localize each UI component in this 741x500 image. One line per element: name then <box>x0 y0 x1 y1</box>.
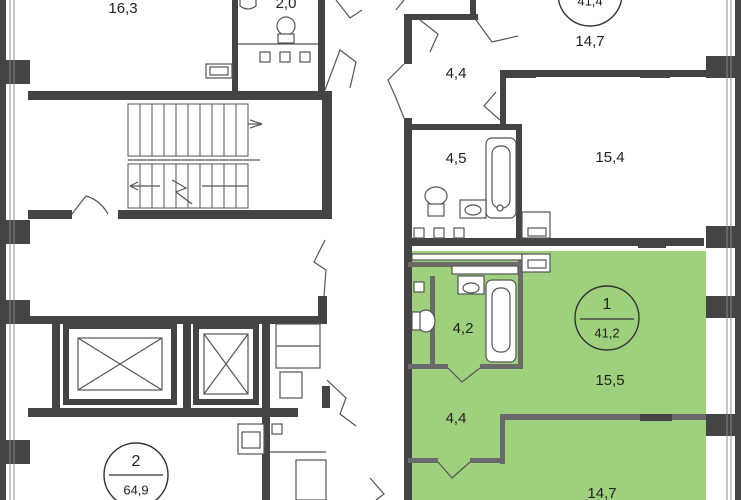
window-accents <box>500 70 672 421</box>
room-area-labels: 16,3 2,0 14,7 4,4 4,5 15,4 4,2 15,5 4,4 … <box>108 0 624 500</box>
apartment-1-badge[interactable]: 1 41,2 <box>574 285 640 351</box>
staircase <box>127 103 263 209</box>
apartment-number: 1 <box>603 296 612 313</box>
sanitary-fixtures <box>205 0 551 500</box>
facade-windows <box>9 0 732 500</box>
room-area-label: 4,5 <box>446 150 467 167</box>
room-area-label: 16,3 <box>108 0 137 17</box>
apartment-area-label: 41,2 <box>594 325 619 340</box>
room-area-label: 4,4 <box>446 410 467 427</box>
apartment-area-label: 41,4 <box>577 0 602 8</box>
room-area-label: 14,7 <box>587 485 616 500</box>
doors <box>71 0 519 500</box>
room-area-label: 14,7 <box>575 33 604 50</box>
elevators <box>63 323 321 405</box>
apartment-1-highlight[interactable] <box>404 251 706 500</box>
room-area-label: 2,0 <box>276 0 297 12</box>
room-area-label: 4,4 <box>446 65 467 82</box>
room-area-label: 15,4 <box>595 149 624 166</box>
apartment-2-badge[interactable]: 2 64,9 <box>103 442 169 500</box>
apartment-area-label: 64,9 <box>123 482 148 497</box>
apartment-number: 2 <box>132 453 141 470</box>
room-area-label: 4,2 <box>453 320 474 337</box>
apartment-badge-top[interactable]: 41,4 <box>557 0 623 27</box>
room-area-label: 15,5 <box>595 372 624 389</box>
